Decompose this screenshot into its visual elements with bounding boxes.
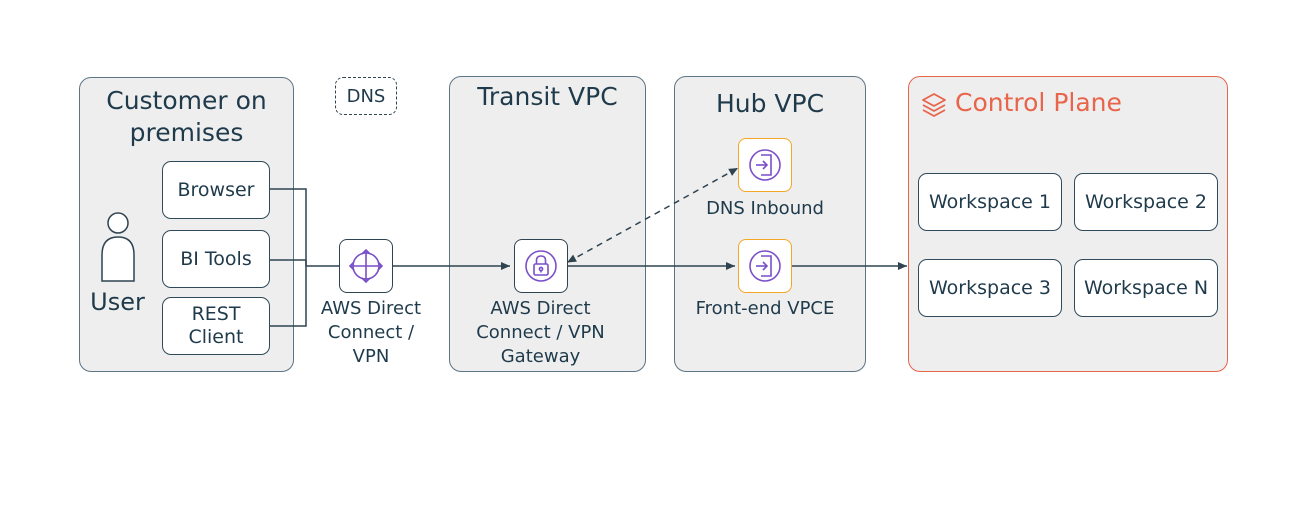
control-plane-title: Control Plane [955,88,1122,117]
layers-icon [922,93,946,117]
dns-inbound-label: DNS Inbound [706,198,824,219]
transit-vpc-title: Transit VPC [477,82,618,111]
frontend-vpce-label: Front-end VPCE [695,298,835,319]
vpn-gateway-icon [514,239,568,293]
client-rest: REST Client [162,297,270,355]
dns-box: DNS [335,77,397,115]
client-browser: Browser [162,161,270,219]
workspace-2: Workspace 2 [1074,173,1218,231]
user-icon [101,212,135,282]
frontend-vpce-icon [738,239,792,293]
line-browser [270,188,307,266]
direct-connect-label: AWS Direct Connect / VPN [320,298,422,367]
client-bi-tools: BI Tools [162,230,270,288]
workspace-1: Workspace 1 [918,173,1062,231]
workspace-3: Workspace 3 [918,259,1062,317]
direct-connect-icon [339,239,393,293]
hub-vpc-panel: Hub VPC [674,76,866,372]
dns-inbound-icon [738,138,792,192]
user-label: User [90,288,145,316]
hub-vpc-title: Hub VPC [715,89,825,118]
vpn-gateway-label: AWS Direct Connect / VPN Gateway [476,298,605,367]
workspace-n: Workspace N [1074,259,1218,317]
customer-title: Customer on premises [106,86,267,147]
line-rest [270,260,307,327]
